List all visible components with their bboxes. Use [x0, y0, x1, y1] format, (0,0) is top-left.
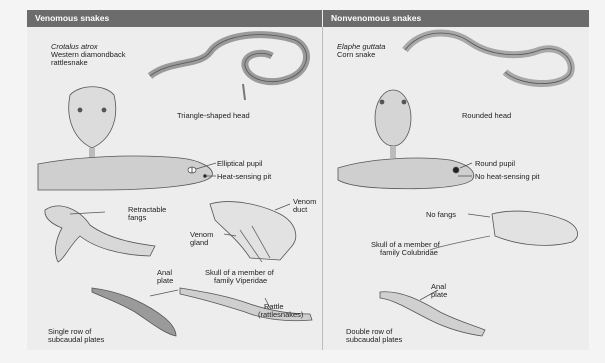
- venomous-species-common-2: rattlesnake: [51, 58, 88, 67]
- rounded-head-illustration: [375, 90, 411, 158]
- no-fangs-label: No fangs: [426, 210, 456, 219]
- corn-snake-illustration: [405, 33, 571, 84]
- rounded-head-label: Rounded head: [462, 111, 511, 120]
- nonvenomous-anal-plate-label-2: plate: [431, 290, 447, 299]
- venom-gland-label-2: gland: [190, 238, 208, 247]
- viper-skull-illustration: [210, 202, 296, 262]
- round-pupil-label: Round pupil: [475, 159, 515, 168]
- double-row-label-2: subcaudal plates: [346, 335, 402, 344]
- rattle-label-2: (rattlesnakes): [258, 310, 303, 319]
- triangle-head-label: Triangle-shaped head: [177, 111, 250, 120]
- rattlesnake-illustration: [150, 35, 306, 100]
- nonvenomous-species-common: Corn snake: [337, 50, 375, 59]
- venom-duct-label-2: duct: [293, 205, 307, 214]
- retractable-fangs-label-2: fangs: [128, 213, 146, 222]
- viper-skull-label-2: family Viperidae: [214, 276, 267, 285]
- no-heat-sensing-pit-label: No heat-sensing pit: [475, 172, 540, 181]
- viper-head-side-illustration: [38, 156, 216, 190]
- elliptical-pupil-label: Elliptical pupil: [217, 159, 262, 168]
- venomous-anal-plate-label-2: plate: [157, 276, 173, 285]
- colubrid-skull-label-2: family Colubridae: [380, 248, 438, 257]
- triangle-head-illustration: [69, 87, 116, 158]
- colubrid-head-side-illustration: [338, 158, 474, 189]
- heat-sensing-pit-label: Heat-sensing pit: [217, 172, 271, 181]
- single-row-label-2: subcaudal plates: [48, 335, 104, 344]
